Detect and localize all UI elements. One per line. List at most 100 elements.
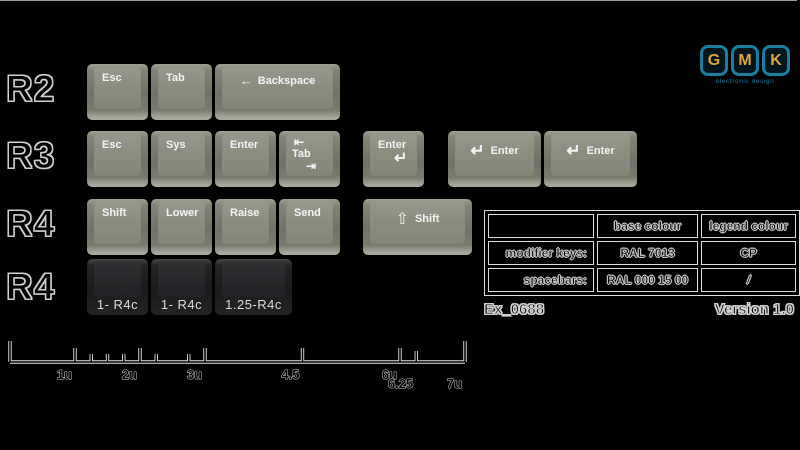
- keycap-sys: Sys: [151, 131, 212, 187]
- keycap-top-face: ↵ Enter: [551, 134, 630, 176]
- key-legend: Backspace: [257, 74, 316, 87]
- spec-cell: CP: [701, 241, 796, 265]
- key-legend: Lower: [166, 207, 199, 219]
- keycap-top-face: Sys: [158, 134, 205, 176]
- key-legend: Raise: [230, 207, 260, 219]
- shift-arrow-icon: ⇧: [395, 211, 409, 228]
- spec-cell: modifier keys:: [488, 241, 595, 265]
- keycap-top-face: Enter: [222, 134, 269, 176]
- keycap-top-face: Raise: [222, 202, 269, 244]
- backspace-arrow-icon: ←: [239, 73, 253, 88]
- key-legend: Enter: [230, 139, 259, 151]
- ruler-label-7u: 7u: [447, 376, 462, 391]
- keycap-shift-1_75u: ⇧Shift: [363, 199, 472, 255]
- spec-header-cell: [488, 214, 595, 238]
- ruler-label-3u: 3u: [187, 367, 202, 382]
- key-legend: Tab: [166, 72, 185, 84]
- key-legend: Sys: [166, 139, 186, 151]
- gmk-logo-letter-k: K: [762, 45, 790, 76]
- ruler-label-1u: 1u: [57, 367, 72, 382]
- keycap-top-face: Enter↵: [370, 134, 417, 176]
- key-front-legend: 1.25-R4c: [225, 297, 282, 312]
- keycap-r4c-1_25u: 1.25-R4c: [215, 259, 292, 315]
- keycap-top-face: ⇤Tab⇥: [286, 134, 333, 176]
- key-legend-group: ↵ Enter: [455, 134, 534, 176]
- keycap-top-face: Tab: [158, 67, 205, 109]
- keycap-top-face: Esc: [94, 134, 141, 176]
- size-ruler: 1u 2u 3u 4.5 6u6.25 7u: [8, 341, 467, 392]
- key-front-legend: 1- R4c: [160, 297, 203, 312]
- footer-line: Ex_0688 Version 1.0: [483, 301, 794, 319]
- key-legend-group: ↵ Enter: [551, 134, 630, 176]
- key-front-legend: 1- R4c: [96, 297, 139, 312]
- keycap-esc: Esc: [87, 131, 148, 187]
- keycap-top-face: ← Backspace: [222, 67, 333, 109]
- gmk-logo: G M K electronic design: [700, 45, 790, 85]
- keycap-tab-bidirectional: ⇤Tab⇥: [279, 131, 340, 187]
- row-label-r3-1: R3: [6, 135, 56, 177]
- spec-cell: /: [701, 268, 796, 292]
- keycap-top-face: Esc: [94, 67, 141, 109]
- keycap-raise: Raise: [215, 199, 276, 255]
- keycap-top-face: Lower: [158, 202, 205, 244]
- keycap-r4c-1u: 1- R4c: [151, 259, 212, 315]
- version-label: Version 1.0: [714, 301, 794, 319]
- keycap-enter-1_5u: ↵ Enter: [544, 131, 637, 187]
- ruler-label-2u: 2u: [122, 367, 137, 382]
- top-border-line: [0, 0, 797, 1]
- keycap-top-face: [158, 262, 205, 297]
- keycap-backspace: ← Backspace: [215, 64, 340, 120]
- gmk-logo-tiles: G M K: [700, 45, 790, 76]
- key-legend-group: ⇤Tab⇥: [286, 134, 333, 172]
- key-legend: Enter: [586, 145, 615, 157]
- sheet-id: Ex_0688: [483, 301, 545, 319]
- spec-header-cell: base colour: [597, 214, 699, 238]
- keycap-top-face: [94, 262, 141, 297]
- keycap-send: Send: [279, 199, 340, 255]
- tab-arrow-icon: ⇤: [294, 135, 305, 149]
- gmk-logo-letter-m: M: [731, 45, 759, 76]
- key-legend-group: Enter↵: [370, 134, 417, 167]
- keycap-tab: Tab: [151, 64, 212, 120]
- return-arrow-icon: ↵: [394, 150, 408, 167]
- return-arrow-icon: ↵: [566, 141, 581, 160]
- keycap-top-face: [222, 262, 285, 297]
- key-legend: Tab: [292, 148, 311, 160]
- keycap-esc: Esc: [87, 64, 148, 120]
- ruler-label-4.5: 4.5: [281, 367, 299, 382]
- spec-row: spacebars:RAL 000 15 00/: [488, 268, 796, 292]
- keycap-top-face: Shift: [94, 202, 141, 244]
- spec-header-cell: legend colour: [701, 214, 796, 238]
- row-label-r2-0: R2: [6, 68, 56, 110]
- ruler-label-6.25: 6.25: [388, 376, 413, 391]
- return-arrow-icon: ↵: [470, 141, 485, 160]
- key-legend: Esc: [102, 139, 122, 151]
- row-label-r4-3: R4: [6, 266, 56, 308]
- keycap-shift: Shift: [87, 199, 148, 255]
- spec-cell: RAL 7013: [597, 241, 699, 265]
- spec-cell: spacebars:: [488, 268, 595, 292]
- keycap-top-face: ⇧Shift: [370, 202, 465, 244]
- keycap-enter: Enter: [215, 131, 276, 187]
- keycap-top-face: ↵ Enter: [455, 134, 534, 176]
- keycap-r4c-1u: 1- R4c: [87, 259, 148, 315]
- spec-cell: RAL 000 15 00: [597, 268, 699, 292]
- key-legend: Esc: [102, 72, 122, 84]
- tab-arrow-icon: ⇥: [306, 159, 317, 173]
- key-legend: Enter: [490, 145, 519, 157]
- gmk-logo-tagline: electronic design: [715, 78, 775, 85]
- ruler-label-6u: 6u: [382, 367, 397, 382]
- keycap-enter-return: Enter↵: [363, 131, 424, 187]
- key-legend: Send: [294, 207, 321, 219]
- keycap-top-face: Send: [286, 202, 333, 244]
- key-legend-group: ⇧Shift: [370, 202, 465, 244]
- keycap-enter-1_5u: ↵ Enter: [448, 131, 541, 187]
- key-legend-group: ← Backspace: [222, 67, 333, 88]
- key-legend: Shift: [102, 207, 127, 219]
- row-label-r4-2: R4: [6, 203, 56, 245]
- gmk-logo-letter-g: G: [700, 45, 728, 76]
